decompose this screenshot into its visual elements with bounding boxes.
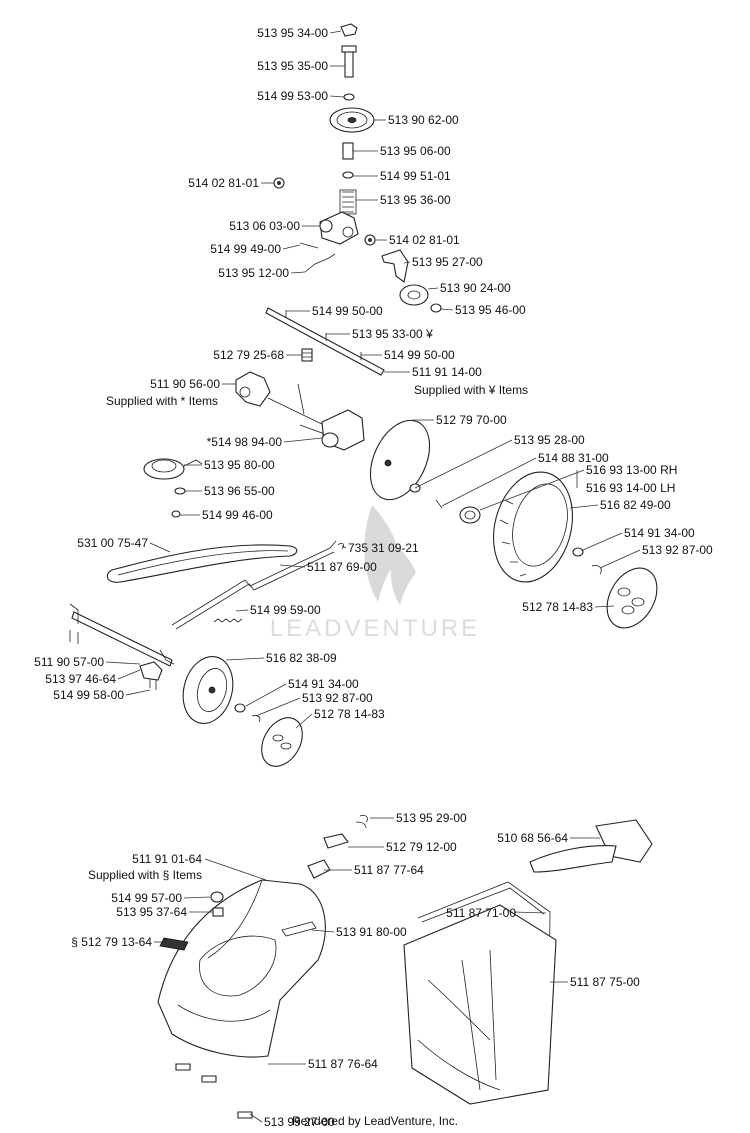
callout: 512 78 14-83 (522, 600, 593, 614)
callout: 513 90 24-00 (440, 281, 511, 295)
callout: 512 79 25-68 (213, 348, 284, 362)
callout: 735 31 09-21 (348, 541, 419, 555)
callout: § 512 79 13-64 (71, 935, 152, 949)
callout: 516 93 14-00 LH (586, 481, 675, 495)
callout: 512 79 70-00 (436, 413, 507, 427)
callout: 514 99 50-00 (312, 304, 383, 318)
callout: 513 95 28-00 (514, 433, 585, 447)
callout: 513 95 80-00 (204, 458, 275, 472)
drive-assembly-parts (265, 23, 442, 376)
deck-and-bag-parts (157, 815, 653, 1119)
callout: 514 99 50-00 (384, 348, 455, 362)
callout: 511 90 57-00 (34, 655, 104, 669)
callout: 513 97 46-64 (45, 672, 116, 686)
callout: 514 02 81-01 (389, 233, 460, 247)
callout-note: Supplied with ¥ Items (414, 383, 528, 397)
callout: 513 95 06-00 (380, 144, 451, 158)
callout-labels: 513 95 34-00 513 95 35-00 514 99 53-00 5… (34, 26, 713, 1129)
callout: 513 95 12-00 (218, 266, 289, 280)
callout: 511 87 71-00 (446, 906, 516, 920)
watermark: LEADVENTURE (270, 505, 480, 642)
callout: 513 95 34-00 (257, 26, 328, 40)
callout: 513 95 27-00 (412, 255, 483, 269)
callout: 513 06 03-00 (229, 219, 300, 233)
callout: 513 92 87-00 (642, 543, 713, 557)
callout: 516 82 49-00 (600, 498, 671, 512)
callout: 513 90 62-00 (388, 113, 459, 127)
callout: 516 93 13-00 RH (586, 463, 677, 477)
callout: 514 99 53-00 (257, 89, 328, 103)
callout: 516 82 38-09 (266, 651, 337, 665)
lever-and-belt-parts (106, 371, 365, 630)
callout: 511 91 01-64 (132, 852, 202, 866)
callout-note: Supplied with * Items (106, 394, 218, 408)
callout: 511 91 14-00 (412, 365, 482, 379)
callout-note: Supplied with § Items (88, 868, 202, 882)
callout: 512 78 14-83 (314, 707, 385, 721)
rear-axle-left-wheel-parts (69, 603, 303, 767)
callout: 510 68 56-64 (497, 831, 568, 845)
callout: 514 91 34-00 (624, 526, 695, 540)
callout: 513 95 33-00 ¥ (352, 327, 433, 341)
callout: 514 02 81-01 (188, 176, 259, 190)
callout: 514 99 49-00 (210, 242, 281, 256)
callout: 514 99 59-00 (250, 603, 321, 617)
callout: 531 00 75-47 (77, 536, 148, 550)
callout: 514 99 58-00 (53, 688, 124, 702)
callout: 513 95 46-00 (455, 303, 526, 317)
callout: 513 95 36-00 (380, 193, 451, 207)
callout: 514 99 51-01 (380, 169, 451, 183)
callout: 511 90 56-00 (150, 377, 220, 391)
leader-lines (105, 30, 641, 1123)
callout: 514 99 46-00 (202, 508, 273, 522)
callout: 514 99 57-00 (111, 891, 182, 905)
callout: 513 95 35-00 (257, 59, 328, 73)
callout: 511 87 77-64 (354, 863, 424, 877)
callout: 514 91 34-00 (288, 677, 359, 691)
callout: 511 87 69-00 (307, 560, 377, 574)
footer-credit: Rendered by LeadVenture, Inc. (291, 1114, 459, 1128)
callout: 513 95 37-64 (116, 905, 187, 919)
callout: 513 96 55-00 (204, 484, 275, 498)
callout: 514 88 31-00 (538, 451, 609, 465)
callout: 511 87 76-64 (308, 1057, 378, 1071)
callout: 513 95 29-00 (396, 811, 467, 825)
watermark-text: LEADVENTURE (270, 615, 480, 642)
callout: 513 91 80-00 (336, 925, 407, 939)
callout: 513 92 87-00 (302, 691, 373, 705)
callout: *514 98 94-00 (207, 435, 283, 449)
callout: 511 87 75-00 (570, 975, 640, 989)
callout: 513 99 27-00 (264, 1115, 335, 1129)
callout: 512 79 12-00 (386, 840, 457, 854)
right-wheel-parts (369, 419, 658, 629)
